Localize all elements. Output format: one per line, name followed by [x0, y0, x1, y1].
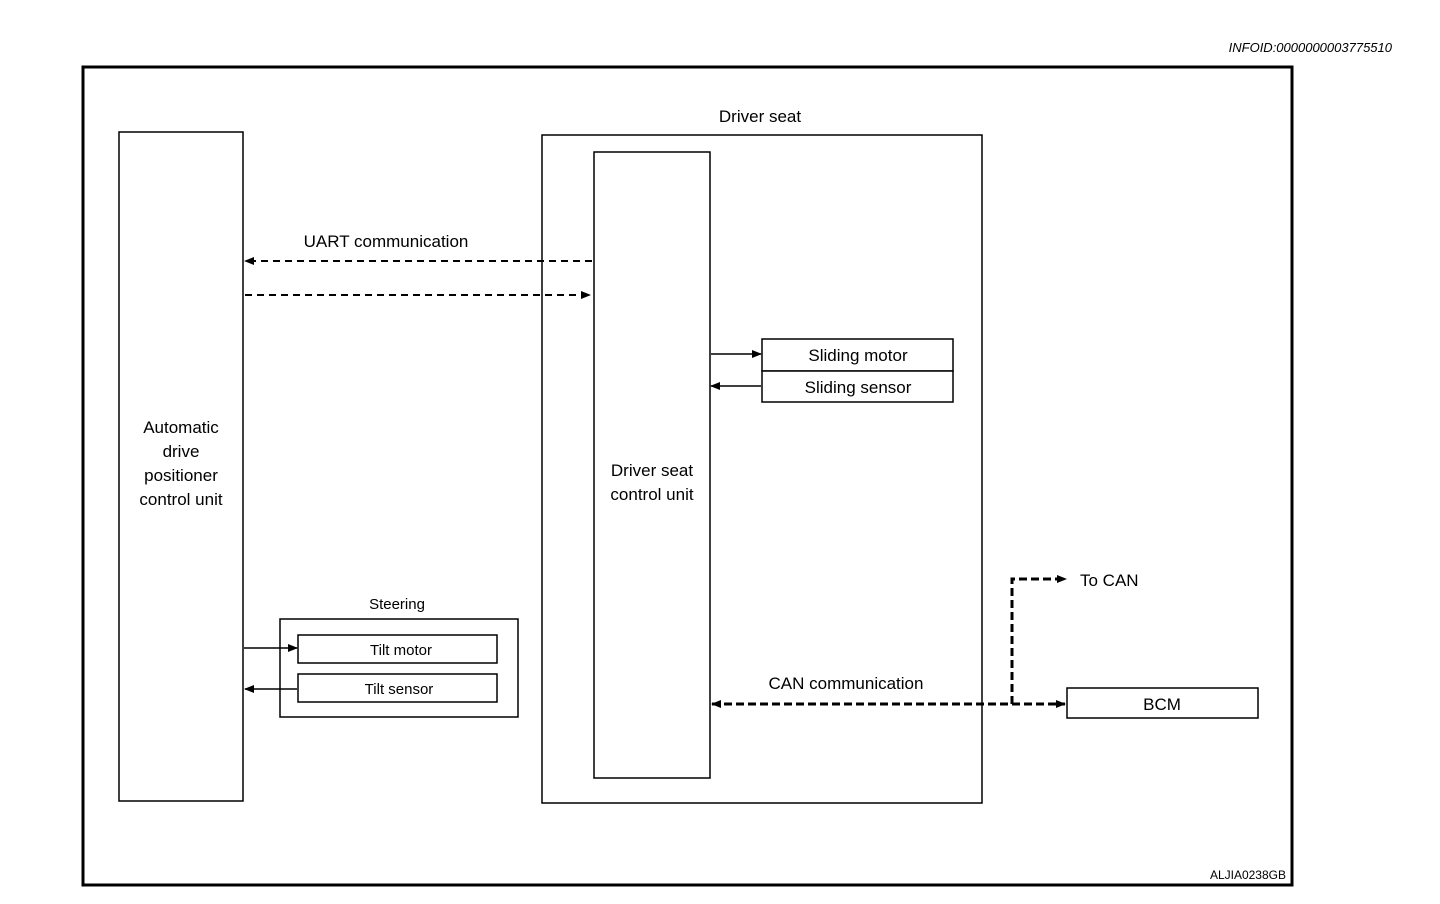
- svg-text:drive: drive: [163, 442, 200, 461]
- driver-seat-control-unit: Driver seat control unit: [593, 151, 711, 779]
- svg-text:control unit: control unit: [610, 485, 693, 504]
- driver-seat-group: Driver seat Driver seat control unit Sli…: [541, 107, 983, 804]
- figure-code: ALJIA0238GB: [1210, 868, 1286, 882]
- bcm: BCM: [1066, 687, 1259, 719]
- sliding-motor: Sliding motor: [761, 338, 954, 372]
- svg-text:Driver seat: Driver seat: [719, 107, 801, 126]
- outer-frame: [81, 65, 1294, 887]
- tilt-sensor: Tilt sensor: [297, 673, 498, 703]
- svg-text:Sliding sensor: Sliding sensor: [805, 378, 912, 397]
- svg-text:Sliding motor: Sliding motor: [808, 346, 908, 365]
- svg-text:Automatic: Automatic: [143, 418, 219, 437]
- svg-text:positioner: positioner: [144, 466, 218, 485]
- svg-text:Tilt motor: Tilt motor: [370, 642, 432, 659]
- svg-text:Tilt sensor: Tilt sensor: [365, 681, 434, 698]
- info-id: INFOID:0000000003775510: [1229, 40, 1393, 55]
- steering-group: Steering Tilt motor Tilt sensor: [279, 596, 519, 718]
- uart-label: UART communication: [304, 232, 469, 251]
- svg-text:Driver seat: Driver seat: [611, 461, 693, 480]
- adp-control-unit: Automatic drive positioner control unit: [118, 131, 244, 802]
- can-label: CAN communication: [769, 674, 924, 693]
- sliding-sensor: Sliding sensor: [761, 370, 954, 403]
- svg-text:Steering: Steering: [369, 596, 425, 613]
- svg-text:control unit: control unit: [139, 490, 222, 509]
- tilt-motor: Tilt motor: [297, 634, 498, 664]
- to-can-label: To CAN: [1080, 571, 1139, 590]
- svg-text:BCM: BCM: [1143, 695, 1181, 714]
- to-can-line: [1010, 575, 1067, 704]
